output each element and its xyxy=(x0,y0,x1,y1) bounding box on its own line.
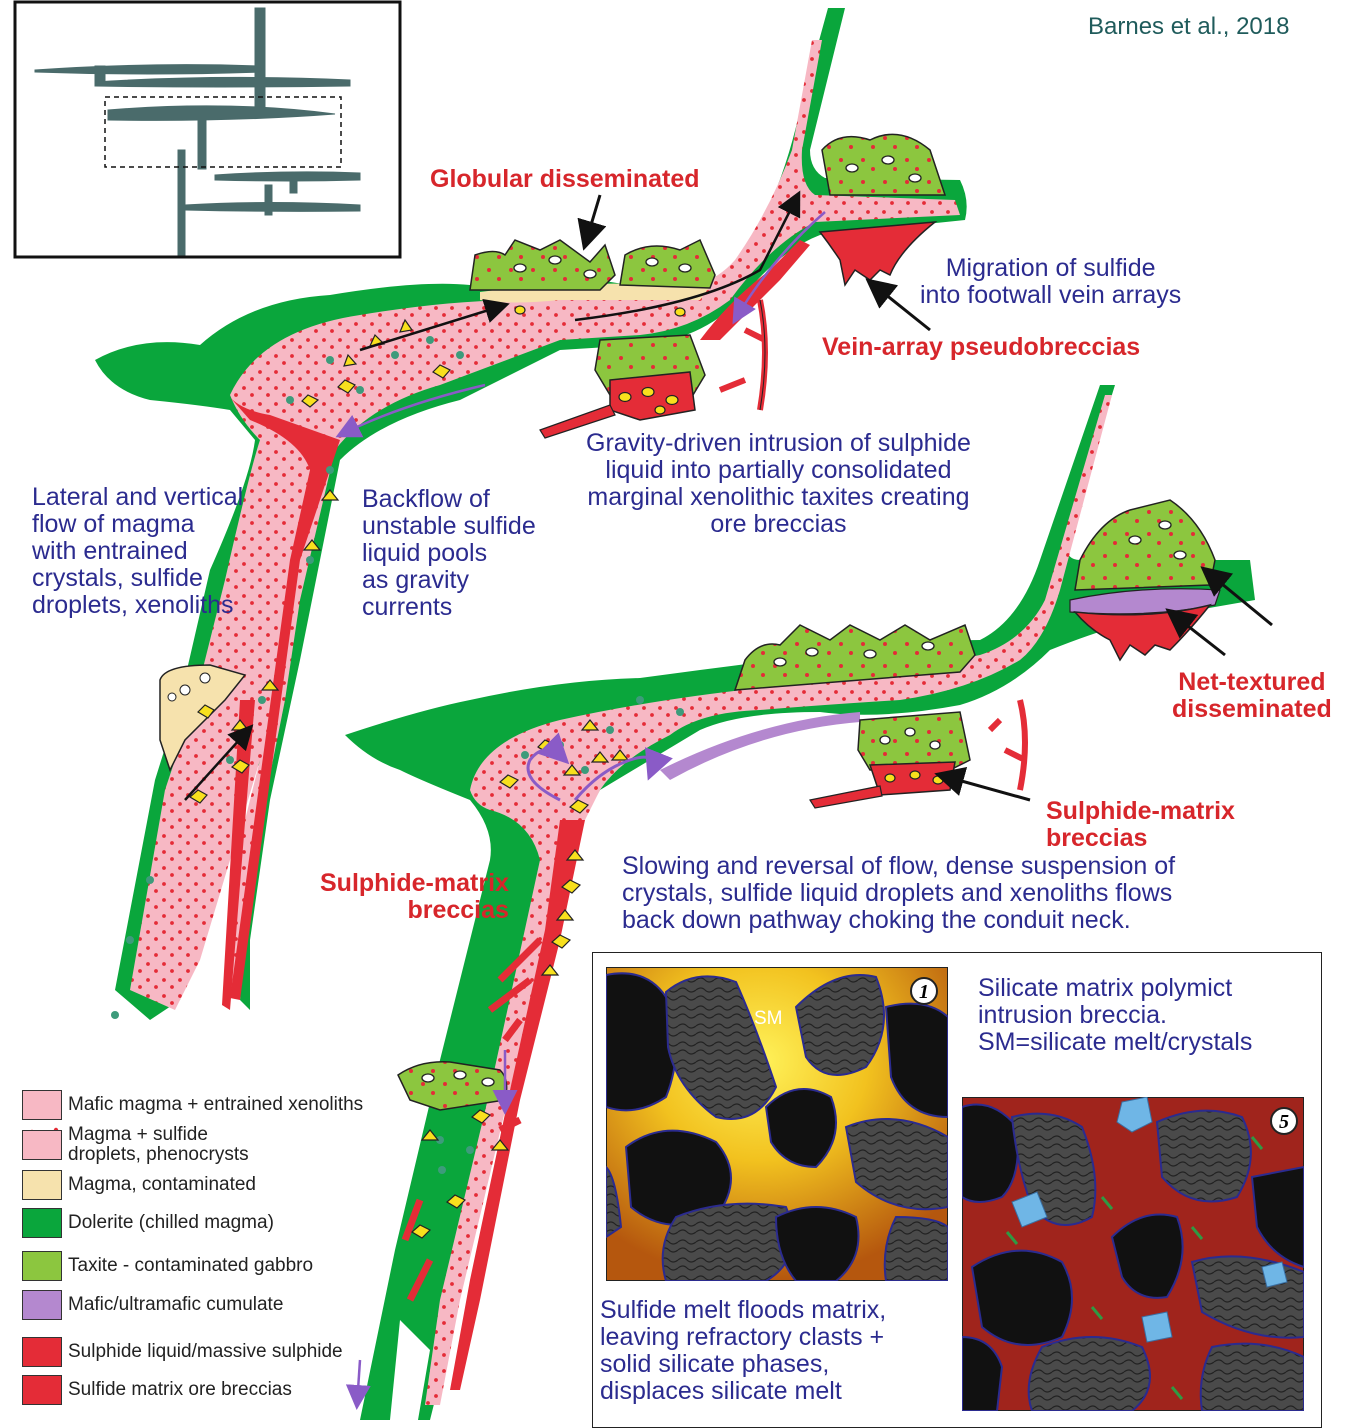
legend-label: Magma + sulfide droplets, phenocrysts xyxy=(68,1125,249,1165)
label-migration: Migration of sulfide into footwall vein … xyxy=(920,255,1181,309)
legend-item-sulphide-liquid: Sulphide liquid/massive sulphide xyxy=(22,1337,343,1367)
panel-1-silicate-matrix: SM xyxy=(606,967,948,1281)
inset-map xyxy=(15,2,400,257)
legend-swatch xyxy=(22,1290,62,1320)
label-globular-disseminated: Globular disseminated xyxy=(430,166,700,193)
panel-1-number: 1 xyxy=(910,977,938,1005)
citation: Barnes et al., 2018 xyxy=(1088,14,1289,40)
legend-swatch xyxy=(22,1375,62,1405)
legend-label: Mafic/ultramafic cumulate xyxy=(68,1295,283,1315)
legend-item-mafic-magma: Mafic magma + entrained xenoliths xyxy=(22,1090,363,1120)
legend-swatch xyxy=(22,1130,62,1160)
legend-swatch xyxy=(22,1170,62,1200)
legend-label: Dolerite (chilled magma) xyxy=(68,1213,274,1233)
label-silicate-matrix: Silicate matrix polymict intrusion brecc… xyxy=(978,975,1252,1056)
legend-label: Sulphide liquid/massive sulphide xyxy=(68,1342,343,1362)
label-slowing-reversal: Slowing and reversal of flow, dense susp… xyxy=(622,853,1175,934)
label-sulphide-matrix-right: Sulphide-matrix breccias xyxy=(1046,798,1235,852)
label-lateral-flow: Lateral and vertical flow of magma with … xyxy=(32,484,243,619)
legend-swatch xyxy=(22,1208,62,1238)
legend-item-magma-contaminated: Magma, contaminated xyxy=(22,1170,256,1200)
legend-swatch xyxy=(22,1337,62,1367)
label-vein-array: Vein-array pseudobreccias xyxy=(822,334,1140,361)
panel-5-number: 5 xyxy=(1270,1107,1298,1135)
legend-item-dolerite: Dolerite (chilled magma) xyxy=(22,1208,274,1238)
legend-item-ore-breccias: Sulfide matrix ore breccias xyxy=(22,1375,292,1405)
legend-swatch xyxy=(22,1090,62,1120)
panel-5-sulfide-matrix xyxy=(962,1097,1304,1411)
label-backflow: Backflow of unstable sulfide liquid pool… xyxy=(362,486,536,621)
label-sulphide-matrix-left: Sulphide-matrix breccias xyxy=(320,870,509,924)
label-gravity-driven: Gravity-driven intrusion of sulphide liq… xyxy=(586,430,971,538)
legend-label: Sulfide matrix ore breccias xyxy=(68,1380,292,1400)
label-sulfide-floods: Sulfide melt floods matrix, leaving refr… xyxy=(600,1297,886,1405)
legend-label: Taxite - contaminated gabbro xyxy=(68,1256,313,1276)
legend-item-cumulate: Mafic/ultramafic cumulate xyxy=(22,1290,283,1320)
legend-item-sulfide-droplets: Magma + sulfide droplets, phenocrysts xyxy=(22,1125,249,1165)
label-net-textured: Net-textured disseminated xyxy=(1172,669,1332,723)
legend-label: Magma, contaminated xyxy=(68,1175,256,1195)
sm-label: SM xyxy=(754,1008,783,1029)
legend-label: Mafic magma + entrained xenoliths xyxy=(68,1095,363,1115)
legend-swatch xyxy=(22,1251,62,1281)
legend-item-taxite: Taxite - contaminated gabbro xyxy=(22,1251,313,1281)
